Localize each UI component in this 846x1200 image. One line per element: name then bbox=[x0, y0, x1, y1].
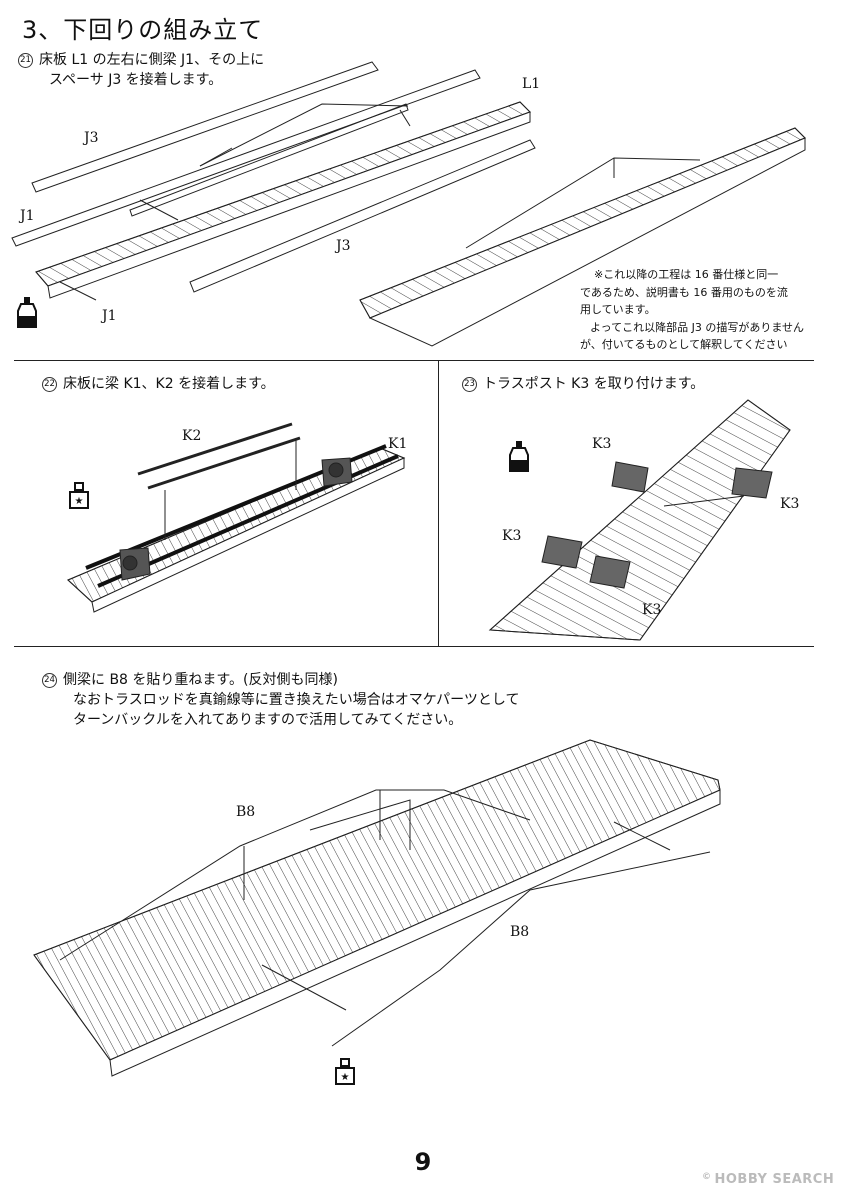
note-line-2: であるため、説明書も 16 番用のものを流 bbox=[580, 285, 788, 299]
label-k3-left: K3 bbox=[502, 528, 522, 544]
step24-drawing bbox=[34, 740, 720, 1076]
glue-bottle-icon bbox=[17, 297, 37, 328]
label-k3-bottom: K3 bbox=[642, 602, 662, 618]
note-line-4: よってこれ以降部品 J3 の描写がありません bbox=[590, 320, 805, 334]
brand-reg-mark: © bbox=[702, 1172, 712, 1182]
step-24-line-1: 側梁に B8 を貼り重ねます。(反対側も同様) bbox=[63, 672, 338, 688]
step-21: 21 床板 L1 の左右に側梁 J1、その上に スペーサ J3 を接着します。 bbox=[18, 50, 378, 90]
section-title: 3、下回りの組み立て bbox=[22, 16, 264, 44]
step-21-line-2: スペーサ J3 を接着します。 bbox=[49, 72, 223, 88]
label-k2: K2 bbox=[182, 428, 202, 444]
step-22-line-1: 床板に梁 K1、K2 を接着します。 bbox=[63, 376, 275, 392]
step22-drawing bbox=[68, 424, 404, 612]
label-j1-bottom: J1 bbox=[102, 308, 117, 324]
svg-text:★: ★ bbox=[341, 1072, 350, 1083]
step-24: 24 側梁に B8 を貼り重ねます。(反対側も同様) なおトラスロッドを真鍮線等に… bbox=[42, 670, 602, 730]
page-number: 9 bbox=[414, 1148, 432, 1176]
step-number: 22 bbox=[42, 376, 57, 392]
step-number: 23 bbox=[462, 376, 477, 392]
label-k3-right: K3 bbox=[780, 496, 800, 512]
label-b8-left: B8 bbox=[236, 804, 256, 820]
label-l1: L1 bbox=[522, 76, 541, 92]
note-line-5: が、付いてるものとして解釈してください bbox=[580, 338, 788, 351]
note-box: ※これ以降の工程は 16 番仕様と同一 であるため、説明書も 16 番用のものを… bbox=[580, 266, 820, 354]
step21-exploded-drawing bbox=[12, 62, 535, 300]
divider-top bbox=[14, 360, 814, 361]
step-21-line-1: 床板 L1 の左右に側梁 J1、その上に bbox=[39, 52, 265, 68]
label-j3-bottom: J3 bbox=[336, 238, 351, 254]
step-23: 23 トラスポスト K3 を取り付けます。 bbox=[462, 374, 704, 394]
glue-bottle-icon bbox=[509, 441, 529, 472]
svg-text:★: ★ bbox=[75, 496, 84, 507]
step-number: 24 bbox=[42, 672, 57, 688]
step-24-line-3: ターンバックルを入れてありますので活用してみてください。 bbox=[73, 712, 463, 728]
pin-glue-icon: ★ bbox=[69, 482, 89, 509]
brand-watermark: ©HOBBY SEARCH bbox=[702, 1172, 834, 1187]
brand-name: HOBBY SEARCH bbox=[714, 1172, 835, 1187]
divider-vertical bbox=[438, 360, 439, 646]
step-number: 21 bbox=[18, 52, 33, 68]
step23-drawing bbox=[490, 400, 790, 640]
step21-assembled-drawing bbox=[360, 128, 805, 346]
label-j3-top: J3 bbox=[84, 130, 99, 146]
note-line-3: 用しています。 bbox=[580, 303, 656, 316]
step-22: 22 床板に梁 K1、K2 を接着します。 bbox=[42, 374, 275, 394]
label-k1: K1 bbox=[388, 436, 408, 452]
pin-glue-icon: ★ bbox=[335, 1058, 355, 1085]
label-b8-right: B8 bbox=[510, 924, 530, 940]
step-23-line-1: トラスポスト K3 を取り付けます。 bbox=[483, 376, 705, 392]
divider-middle bbox=[14, 646, 814, 647]
step-24-line-2: なおトラスロッドを真鍮線等に置き換えたい場合はオマケパーツとして bbox=[73, 692, 520, 708]
note-line-1: ※これ以降の工程は 16 番仕様と同一 bbox=[594, 268, 779, 281]
label-j1-left: J1 bbox=[20, 208, 35, 224]
label-k3-top: K3 bbox=[592, 436, 612, 452]
